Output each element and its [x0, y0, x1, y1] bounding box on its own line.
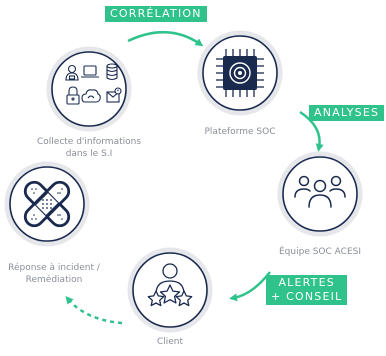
label-collecte-line1: Collecte d'informations [36, 137, 142, 147]
database-icon [106, 63, 118, 81]
label-reponse-line1: Réponse à incident / [8, 263, 100, 273]
client-rating-icon [147, 263, 193, 307]
arrow-plateforme-to-equipe [299, 110, 324, 152]
label-client: Client [156, 337, 184, 347]
badge-analyses: ANALYSES [309, 105, 385, 121]
label-collecte: Collecte d'informations dans le S.I [29, 136, 149, 160]
node-client [127, 247, 213, 333]
team-icon [294, 175, 346, 208]
cpu-chip-icon [216, 49, 264, 97]
arrow-equipe-to-client [229, 271, 271, 302]
mail-alert-icon [106, 87, 122, 103]
node-plateforme [197, 30, 283, 116]
label-plateforme: Plateforme SOC [204, 127, 276, 137]
node-reponse [4, 161, 90, 247]
bandage-icon [23, 180, 71, 228]
label-collecte-line2: dans le S.I [65, 149, 113, 159]
badge-alertes-line1: ALERTES [278, 276, 335, 289]
node-equipe [277, 151, 363, 237]
label-equipe: Équipe SOC ACESI [279, 247, 361, 257]
arrow-client-to-reponse-dashed [65, 295, 123, 325]
label-reponse-line2: Remédiation [25, 275, 83, 285]
padlock-icon [66, 86, 80, 105]
badge-alertes-conseil: ALERTES + CONSEIL [266, 275, 348, 305]
cloud-sync-icon [81, 89, 101, 103]
node-collecte [46, 46, 132, 132]
arrow-collecte-to-plateforme [127, 30, 204, 47]
hacker-icon [65, 64, 79, 81]
badge-correlation: CORRÉLATION [105, 6, 207, 22]
laptop-icon [81, 65, 99, 78]
badge-alertes-line2: + CONSEIL [271, 290, 343, 303]
label-reponse: Réponse à incident / Remédiation [0, 262, 108, 286]
